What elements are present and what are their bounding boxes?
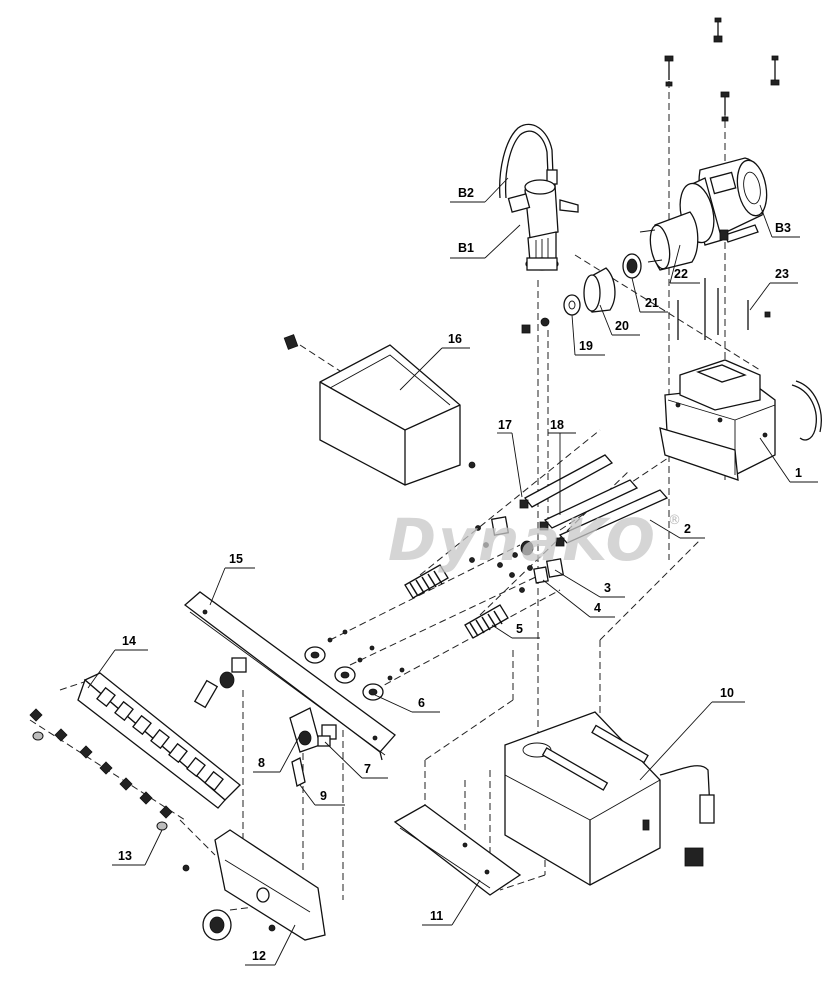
label-21: 21 (645, 296, 659, 310)
label-5: 5 (516, 622, 523, 636)
springs-part-5 (404, 564, 509, 639)
label-4: 4 (594, 601, 601, 615)
label-20: 20 (615, 319, 629, 333)
label-1: 1 (795, 466, 802, 480)
watermark-text: DynaKO (388, 506, 657, 574)
rods-17-18 (519, 454, 669, 547)
vertical-rods (677, 278, 771, 340)
tray-part-16 (283, 334, 476, 486)
label-3: 3 (604, 581, 611, 595)
label-17: 17 (498, 418, 512, 432)
parts-7-8-9 (193, 671, 331, 787)
label-b2: B2 (458, 186, 474, 200)
label-13: 13 (118, 849, 132, 863)
bracket-part-12 (182, 829, 326, 941)
label-18: 18 (550, 418, 564, 432)
top-screws (664, 17, 780, 122)
drip-tray-part-11 (393, 804, 522, 896)
rail-part-15 (183, 591, 396, 761)
fittings-part-13 (29, 708, 173, 831)
watermark: DynaKO ® (388, 506, 681, 574)
tank-part-10 (504, 711, 715, 886)
label-2: 2 (684, 522, 691, 536)
label-9: 9 (320, 789, 327, 803)
pump-b1 (499, 123, 579, 271)
motor-b3 (521, 157, 768, 334)
label-b3: B3 (775, 221, 791, 235)
label-6: 6 (418, 696, 425, 710)
label-7: 7 (364, 762, 371, 776)
watermark-registered-mark: ® (668, 513, 681, 528)
label-8: 8 (258, 756, 265, 770)
label-11: 11 (430, 909, 443, 923)
knobs-part-6 (304, 629, 405, 701)
label-14: 14 (122, 634, 136, 648)
label-23: 23 (775, 267, 789, 281)
manifold-part-14 (77, 672, 241, 809)
label-19: 19 (579, 339, 593, 353)
label-b1: B1 (458, 241, 474, 255)
label-15: 15 (229, 552, 243, 566)
label-16: 16 (448, 332, 462, 346)
label-10: 10 (720, 686, 734, 700)
label-12: 12 (252, 949, 266, 963)
callouts: B2 B1 B3 22 21 20 19 23 16 17 18 1 (87, 177, 818, 966)
label-22: 22 (674, 267, 688, 281)
frame-part-1 (659, 359, 822, 481)
